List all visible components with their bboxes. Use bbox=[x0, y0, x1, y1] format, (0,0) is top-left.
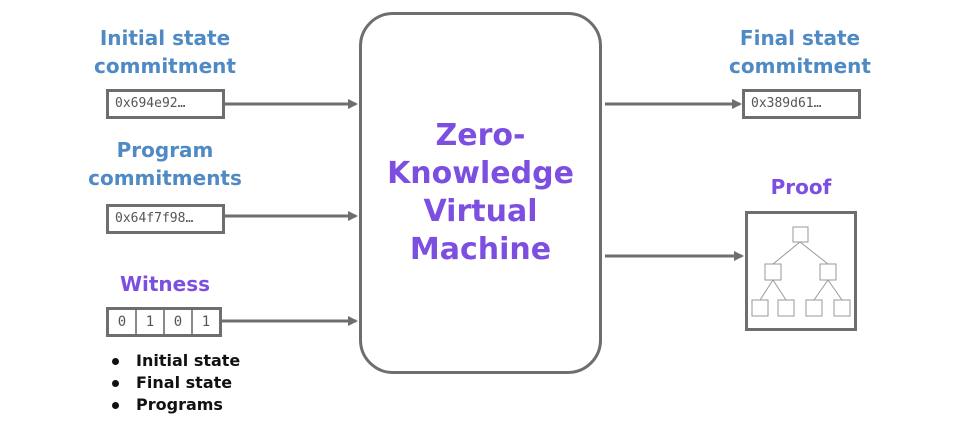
program-value: 0x64f7f98… bbox=[115, 211, 194, 226]
initial-state-label: Initial state commitment bbox=[70, 24, 260, 80]
proof-box bbox=[745, 211, 857, 331]
program-value-box: 0x64f7f98… bbox=[106, 204, 225, 234]
zkvm-title: Zero- Knowledge Virtual Machine bbox=[387, 117, 574, 269]
list-item: Final state bbox=[108, 372, 240, 394]
initial-state-value-box: 0x694e92… bbox=[106, 89, 225, 119]
witness-bit: 1 bbox=[137, 310, 165, 334]
witness-bit: 0 bbox=[165, 310, 193, 334]
witness-bit: 1 bbox=[201, 314, 211, 330]
zkvm-title-line2: Knowledge bbox=[387, 156, 574, 191]
bullet-icon bbox=[112, 402, 119, 409]
program-label-line1: Program bbox=[116, 138, 214, 162]
witness-item-text: Final state bbox=[136, 373, 233, 392]
final-state-value-box: 0x389d61… bbox=[742, 89, 861, 119]
final-state-value: 0x389d61… bbox=[751, 96, 822, 111]
zkvm-title-line1: Zero- bbox=[435, 118, 526, 153]
witness-bit: 0 bbox=[109, 310, 137, 334]
bullet-icon bbox=[112, 358, 119, 365]
initial-state-value: 0x694e92… bbox=[115, 96, 186, 111]
list-item: Programs bbox=[108, 394, 240, 416]
zkvm-title-line4: Machine bbox=[409, 232, 552, 267]
zkvm-title-line3: Virtual bbox=[423, 194, 538, 229]
final-state-label-line2: commitment bbox=[729, 54, 871, 78]
program-label-line2: commitments bbox=[88, 166, 242, 190]
zkvm-box: Zero- Knowledge Virtual Machine bbox=[359, 12, 602, 374]
witness-item-text: Initial state bbox=[136, 351, 241, 370]
final-state-label-line1: Final state bbox=[739, 26, 861, 50]
final-state-label: Final state commitment bbox=[705, 24, 895, 80]
witness-items-list: Initial state Final state Programs bbox=[108, 350, 240, 416]
witness-label: Witness bbox=[119, 272, 211, 296]
witness-bits: 0 1 0 1 bbox=[106, 307, 222, 337]
initial-state-label-line1: Initial state bbox=[99, 26, 231, 50]
list-item: Initial state bbox=[108, 350, 240, 372]
witness-item-text: Programs bbox=[136, 395, 223, 414]
initial-state-label-line2: commitment bbox=[94, 54, 236, 78]
bullet-icon bbox=[112, 380, 119, 387]
proof-label: Proof bbox=[770, 175, 832, 199]
program-label: Program commitments bbox=[70, 136, 260, 192]
merkle-tree-icon bbox=[751, 226, 851, 317]
